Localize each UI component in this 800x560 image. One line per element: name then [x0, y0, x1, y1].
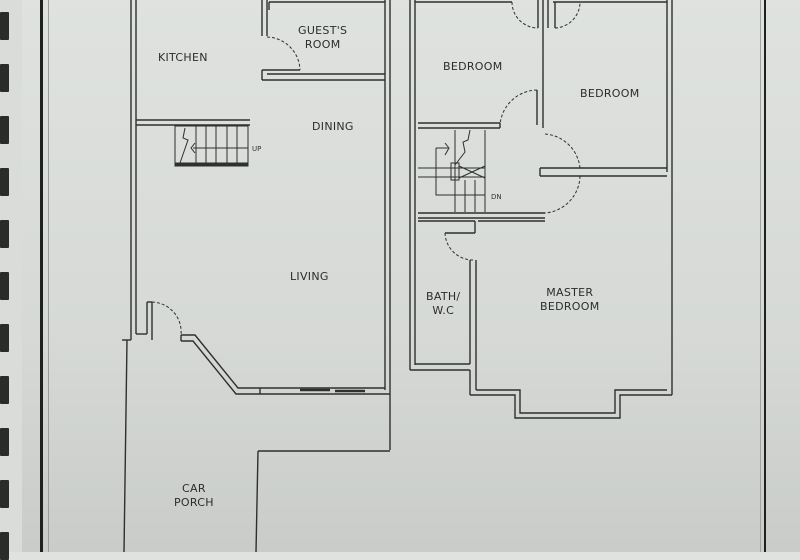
room-label-car-porch: CAR PORCH — [174, 482, 214, 509]
stair-down-label: DN — [491, 193, 502, 201]
first-floor-walls — [409, 0, 673, 419]
page-border-left — [40, 0, 43, 552]
binder-hole — [0, 64, 9, 92]
room-label-guests-room: GUEST'S ROOM — [298, 24, 348, 51]
room-label-living: LIVING — [290, 270, 329, 283]
page-border-left-inner — [48, 0, 49, 552]
binder-hole — [0, 532, 9, 560]
binder-hole — [0, 480, 9, 508]
binder-hole — [0, 168, 9, 196]
room-label-dining: DINING — [312, 120, 354, 133]
binder-hole — [0, 12, 9, 40]
binder-hole — [0, 376, 9, 404]
ground-floor-stair — [174, 125, 249, 167]
page-border-right-inner — [760, 0, 761, 552]
ground-floor-walls — [122, 0, 391, 552]
stair-up-label: UP — [252, 145, 262, 153]
room-label-bath-wc: BATH/ W.C — [426, 290, 461, 317]
binder-strip — [0, 0, 22, 560]
binder-hole — [0, 428, 9, 456]
room-label-master-bedroom: MASTER BEDROOM — [540, 286, 600, 313]
room-label-bedroom-2: BEDROOM — [580, 87, 640, 100]
binder-hole — [0, 220, 9, 248]
binder-hole — [0, 272, 9, 300]
binder-hole — [0, 116, 9, 144]
first-floor-stair — [418, 129, 486, 212]
page-border-right — [764, 0, 766, 552]
binder-hole — [0, 324, 9, 352]
room-label-bedroom-1: BEDROOM — [443, 60, 503, 73]
room-label-kitchen: KITCHEN — [158, 51, 208, 64]
